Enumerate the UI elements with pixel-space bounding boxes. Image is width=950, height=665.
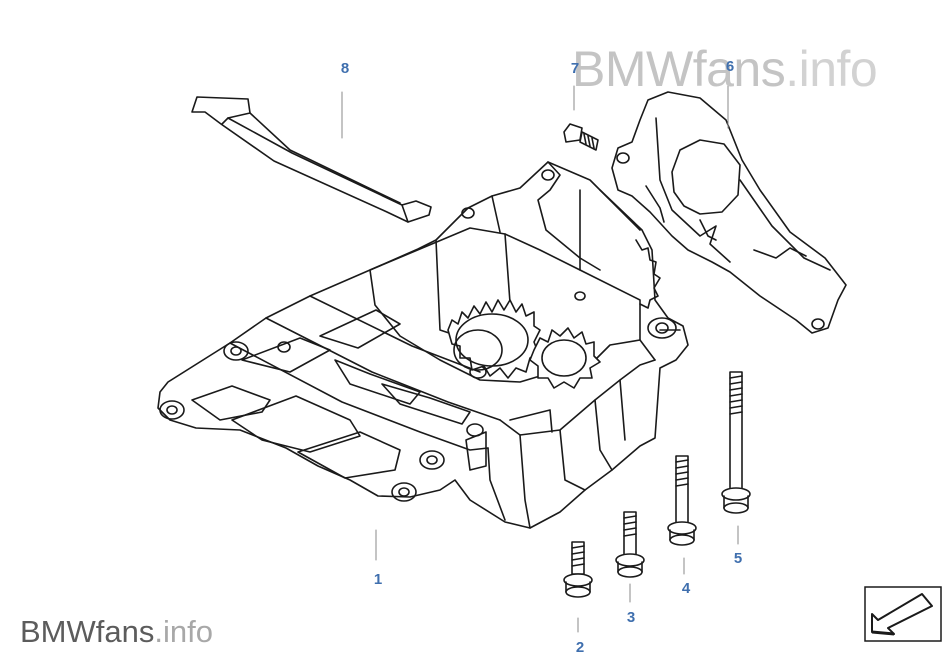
callout-1[interactable]: 1 — [373, 571, 383, 588]
callout-3[interactable]: 3 — [626, 609, 636, 626]
watermark-top-brand: BMWfans — [572, 41, 786, 97]
callout-5[interactable]: 5 — [733, 550, 743, 567]
watermark-bottom-brand: BMWfans — [20, 614, 155, 649]
part-7-bolt-drawing — [563, 123, 599, 151]
bolt-4-drawing — [667, 455, 697, 546]
arrow-down-left-icon — [864, 586, 942, 642]
callout-6[interactable]: 6 — [725, 58, 735, 75]
callout-8[interactable]: 8 — [340, 60, 350, 77]
callout-4[interactable]: 4 — [681, 580, 691, 597]
watermark-top: BMWfans.info — [572, 41, 878, 97]
watermark-bottom: BMWfans.info — [20, 616, 213, 647]
part-8-bracket-drawing — [191, 96, 432, 223]
part-6-cover-drawing — [611, 91, 847, 334]
bolt-5-drawing — [721, 371, 751, 514]
bolt-3-drawing — [615, 511, 645, 578]
bolt-2-drawing — [563, 541, 593, 598]
leader-lines — [341, 85, 739, 633]
callout-2[interactable]: 2 — [575, 639, 585, 656]
callout-7[interactable]: 7 — [570, 60, 580, 77]
part-1-housing-drawing — [157, 161, 689, 529]
watermark-bottom-suffix: .info — [154, 614, 213, 649]
watermark-top-suffix: .info — [785, 41, 878, 97]
